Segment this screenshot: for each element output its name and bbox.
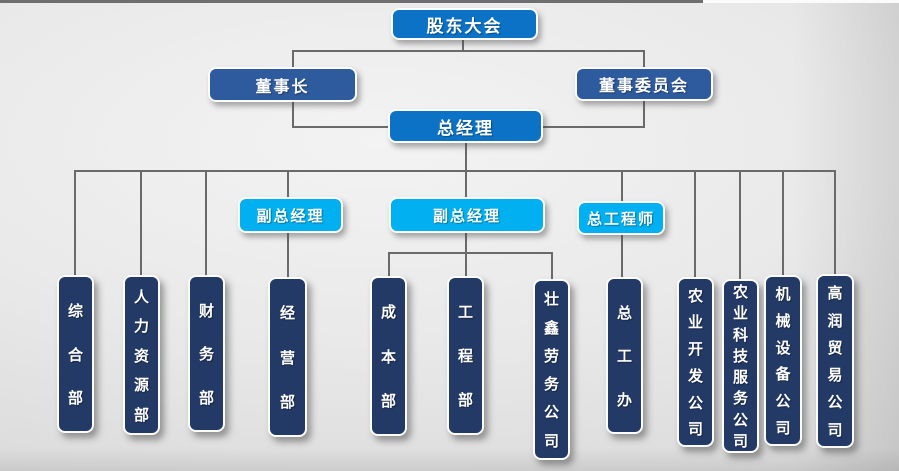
top-rule-light [703,0,899,3]
node-company-zhuangxin-laowu: 壮鑫劳务公司 [533,279,570,460]
node-office-zonggongban-label: 总工办 [616,303,632,409]
node-company-gaorun-maoyi-label: 高润贸易公司 [827,284,843,439]
node-company-nongye-kaifa-label: 农业开发公司 [687,286,703,439]
connector-drop-dept12 [834,170,836,275]
connector-committee-down [643,101,645,128]
node-office-zonggongban: 总工办 [606,277,643,434]
connector-to-gm-left [292,126,388,128]
node-deputy-gm-2: 副总经理 [389,197,545,233]
connector-drop-dept9 [694,170,696,278]
node-dept-renli-ziyuan-label: 人力资源部 [133,287,149,424]
connector-chairman-down [292,102,294,128]
node-dept-caiwu-label: 财务部 [198,301,214,407]
node-dept-zonghe-label: 综合部 [67,301,83,408]
node-deputy-gm-1: 副总经理 [238,197,343,233]
node-dept-jingying: 经营部 [268,277,307,437]
node-dept-zonghe: 综合部 [57,275,94,433]
node-general-manager-label: 总经理 [437,118,494,139]
connector-sub-drop1 [388,252,390,277]
node-board-committee: 董事委员会 [575,67,713,101]
connector-gm-drop [465,143,467,171]
connector-committee-up [643,50,645,67]
connector-drop-dept1 [74,170,76,276]
connector-sub-drop3 [551,252,553,280]
connector-root-drop [462,40,464,51]
node-shareholders-meeting-label: 股东大会 [426,16,503,37]
node-chief-engineer-label: 总工程师 [586,209,655,228]
node-dept-chengben: 成本部 [370,276,407,436]
node-dept-chengben-label: 成本部 [380,303,396,410]
node-dept-renli-ziyuan: 人力资源部 [123,275,160,435]
node-dept-jingying-label: 经营部 [279,304,295,411]
connector-drop-dept10 [739,170,741,280]
node-general-manager: 总经理 [388,109,543,143]
node-shareholders-meeting: 股东大会 [391,8,538,40]
node-company-nongye-keji-fuwu: 农业科技服务公司 [722,279,759,453]
node-dept-gongcheng-label: 工程部 [457,303,473,409]
connector-chairman-up [292,50,294,67]
node-company-nongye-kaifa: 农业开发公司 [677,277,714,447]
connector-drop-dept2 [140,170,142,276]
node-dept-gongcheng: 工程部 [447,276,484,435]
node-chief-engineer: 总工程师 [577,201,665,235]
node-company-gaorun-maoyi: 高润贸易公司 [816,274,854,448]
connector-main-bus [74,170,836,172]
node-company-zhuangxin-laowu-label: 壮鑫劳务公司 [543,290,559,450]
node-company-nongye-keji-fuwu-label: 农业科技服务公司 [732,283,748,450]
node-chairman: 董事长 [208,67,357,102]
node-company-jixie-shebei: 机械设备公司 [764,275,802,446]
node-deputy-gm-1-label: 副总经理 [256,206,325,225]
connector-sub-drop2 [465,252,467,277]
node-chairman-label: 董事长 [255,76,310,96]
connector-to-gm-right [543,126,645,128]
node-company-jixie-shebei-label: 机械设备公司 [775,284,791,438]
node-board-committee-label: 董事委员会 [598,76,689,95]
connector-level2-bus [292,50,645,52]
connector-drop-dept11 [782,170,784,276]
connector-drop-dept3 [205,170,207,276]
node-deputy-gm-2-label: 副总经理 [432,206,501,225]
top-rule-dark [0,0,703,3]
connector-sub-bus [388,252,553,254]
node-dept-caiwu: 财务部 [188,275,225,432]
